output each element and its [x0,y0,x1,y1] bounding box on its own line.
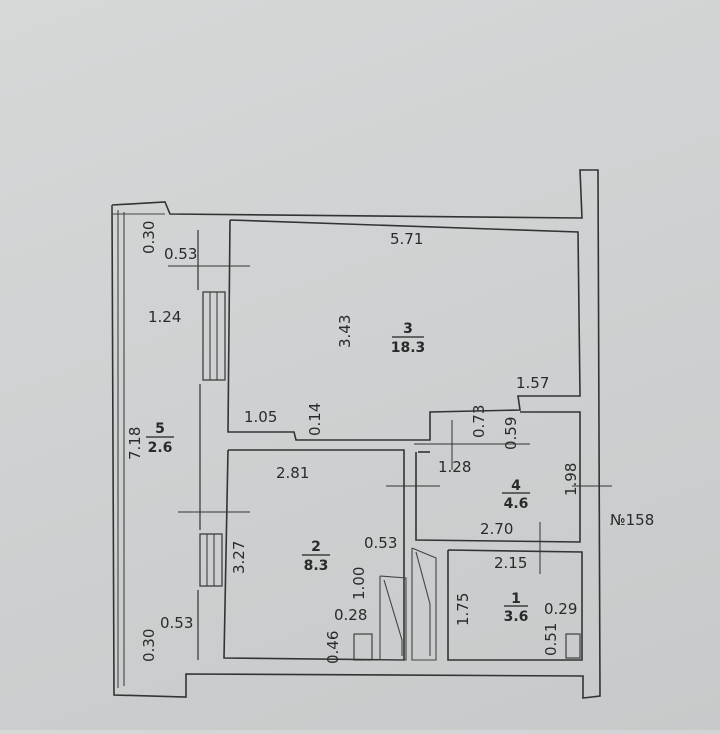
room-4-area: 4.6 [504,496,529,512]
dim-r1-height: 1.75 [454,593,472,626]
dim-hall-width: 1.28 [438,458,471,476]
room-2-number: 2 [311,539,321,555]
dim-balcony-length: 7.18 [126,427,144,460]
room-3-area: 18.3 [391,340,426,356]
room-3-label: 3 18.3 [391,321,426,356]
window-lower [199,533,223,587]
dim-balcony-mid-top: 0.53 [164,245,197,263]
room-5-area: 2.6 [148,440,173,456]
hall-niche [411,547,437,661]
room-1-wall [447,549,583,661]
dim-r1-cab-w: 0.29 [544,600,577,618]
room-5-label: 5 2.6 [146,421,174,456]
hall-niche-diag [415,551,431,656]
hall-cabinet-diag [383,579,403,656]
room-5-number: 5 [155,421,165,437]
room-4-wall [415,411,581,543]
dim-r3-left-bottom: 1.05 [244,408,277,426]
room-1-area: 3.6 [504,609,529,625]
dim-r3-step: 1.57 [516,374,549,392]
dim-r2-niche: 0.53 [364,534,397,552]
outer-wall [111,169,601,699]
hall-cabinet [379,575,407,661]
room-1-cabinet [565,633,581,659]
dim-r2-width: 2.81 [276,464,309,482]
dim-r4-gap: 0.59 [502,417,520,450]
dim-balcony-window: 1.24 [148,308,181,326]
room-2-cabinet [353,633,373,661]
dim-balcony-mid-bottom: 0.53 [160,614,193,632]
balcony-top-cap [111,205,165,215]
apartment-number: №158 [610,511,654,529]
room-4-number: 4 [511,478,521,494]
dim-r3-offset: 0.14 [306,403,324,436]
dim-r3-niche: 0.73 [470,405,488,438]
room-2-area: 8.3 [304,558,329,574]
dim-r2-cab-h: 1.00 [350,567,368,600]
room-1-number: 1 [511,591,521,607]
dim-r4-height: 1.98 [562,463,580,496]
dim-r2-cab-w: 0.28 [334,606,367,624]
dim-r2-cab-base: 0.46 [324,631,342,664]
dim-r1-width: 2.15 [494,554,527,572]
dim-r1-cab-h: 0.51 [542,623,560,656]
dim-r3-width-top: 5.71 [390,230,423,248]
room-1-label: 1 3.6 [504,591,529,625]
dim-r4-width: 2.70 [480,520,513,538]
dim-r3-height: 3.43 [336,315,354,348]
dim-balcony-top: 0.30 [140,221,158,254]
room-3-wall [227,219,581,441]
room-2-label: 2 8.3 [302,539,330,574]
room-4-label: 4 4.6 [502,478,530,512]
room-3-number: 3 [403,321,413,337]
dim-r2-height: 3.27 [230,541,248,574]
dim-balcony-bottom: 0.30 [140,629,158,662]
window-upper [202,291,226,381]
